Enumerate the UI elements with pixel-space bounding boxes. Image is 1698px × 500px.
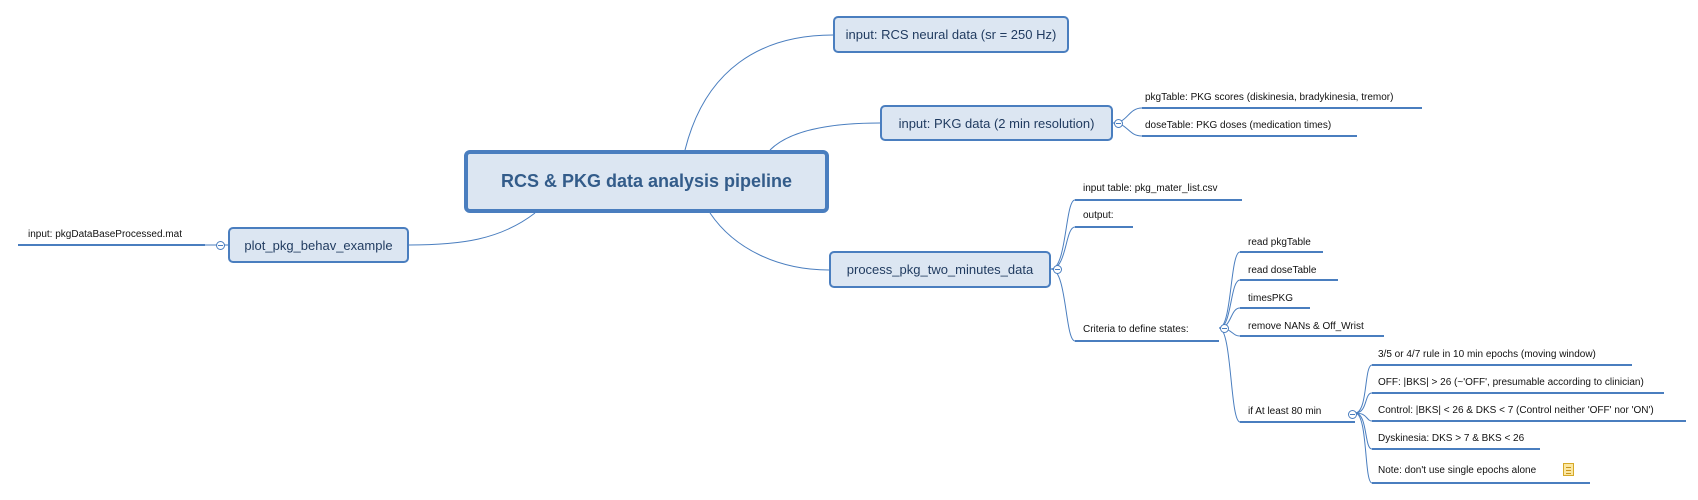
link-80-off <box>1354 392 1373 414</box>
topic-process-label: process_pkg_two_minutes_data <box>846 262 1034 277</box>
leaf-dyskinesia[interactable]: Dyskinesia: DKS > 7 & BKS < 26 <box>1378 433 1525 444</box>
collapse-minus-icon-80min[interactable] <box>1348 410 1357 419</box>
topic-plot[interactable]: plot_pkg_behav_example <box>228 227 409 263</box>
collapse-minus-icon-plot[interactable] <box>216 241 225 250</box>
link-process-criteria <box>1050 268 1076 342</box>
leaf-pkgtable[interactable]: pkgTable: PKG scores (diskinesia, bradyk… <box>1145 92 1394 103</box>
link-80-note <box>1354 412 1373 484</box>
leaf-read-dosetable[interactable]: read doseTable <box>1248 265 1317 276</box>
collapse-minus-icon-process[interactable] <box>1053 265 1062 274</box>
link-criteria-read-pkgtable <box>1218 251 1241 329</box>
leaf-output[interactable]: output: <box>1083 210 1114 221</box>
leaf-remove-nans[interactable]: remove NANs & Off_Wrist <box>1248 321 1364 332</box>
topic-plot-label: plot_pkg_behav_example <box>244 237 393 253</box>
link-central-plot <box>408 212 536 246</box>
leaf-read-pkgtable[interactable]: read pkgTable <box>1248 237 1311 248</box>
link-80-rule <box>1354 364 1373 414</box>
topic-pkg-input-label: input: PKG data (2 min resolution) <box>898 115 1095 131</box>
link-central-process <box>709 212 830 271</box>
leaf-note[interactable]: Note: don't use single epochs alone <box>1378 465 1537 476</box>
leaf-80min[interactable]: if At least 80 min <box>1248 406 1322 417</box>
leaf-criteria[interactable]: Criteria to define states: <box>1083 324 1189 335</box>
leaf-input-table[interactable]: input table: pkg_mater_list.csv <box>1083 183 1218 194</box>
link-criteria-80min <box>1218 327 1241 423</box>
link-central-rcs <box>684 34 834 151</box>
link-central-pkg <box>769 122 881 151</box>
topic-pkg-input[interactable]: input: PKG data (2 min resolution) <box>880 105 1113 141</box>
topic-process[interactable]: process_pkg_two_minutes_data <box>829 251 1051 288</box>
collapse-minus-icon-pkg[interactable] <box>1114 119 1123 128</box>
leaf-plot-input[interactable]: input: pkgDataBaseProcessed.mat <box>28 229 182 240</box>
topic-rcs-input[interactable]: input: RCS neural data (sr = 250 Hz) <box>833 16 1069 53</box>
leaf-timespkg[interactable]: timesPKG <box>1248 293 1294 304</box>
leaf-off[interactable]: OFF: |BKS| > 26 (~'OFF', presumable acco… <box>1378 377 1644 388</box>
central-topic-label: RCS & PKG data analysis pipeline <box>500 171 793 191</box>
collapse-minus-icon-criteria[interactable] <box>1220 324 1229 333</box>
leaf-control[interactable]: Control: |BKS| < 26 & DKS < 7 (Control n… <box>1378 405 1654 416</box>
leaf-dosetable[interactable]: doseTable: PKG doses (medication times) <box>1145 120 1332 131</box>
link-process-inputtable <box>1050 199 1076 270</box>
leaf-rule[interactable]: 3/5 or 4/7 rule in 10 min epochs (moving… <box>1378 349 1596 360</box>
central-topic[interactable]: RCS & PKG data analysis pipeline <box>464 150 829 213</box>
topic-rcs-input-label: input: RCS neural data (sr = 250 Hz) <box>845 27 1057 42</box>
note-icon[interactable] <box>1563 463 1574 476</box>
